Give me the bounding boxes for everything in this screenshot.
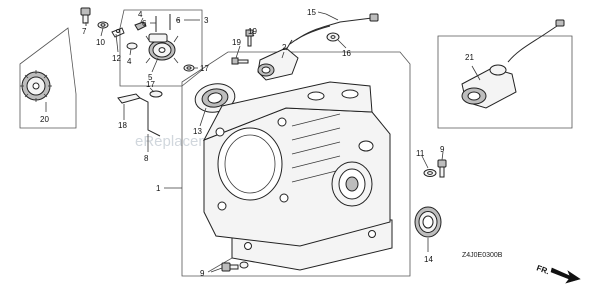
callout-15: 15 [307, 8, 316, 17]
callout-4-upper: 4 [138, 10, 143, 19]
part-2-oil-switch [257, 39, 299, 81]
callout-6-left: 6 [142, 19, 147, 28]
part-18-governor-shaft [117, 93, 161, 137]
part-15-wire-harness [289, 13, 379, 45]
callout-6-right: 6 [176, 16, 181, 25]
callout-12: 12 [112, 54, 121, 63]
crankcase-group-box [181, 51, 411, 277]
part-4-washer-lower [126, 42, 138, 50]
callout-20: 20 [40, 115, 49, 124]
callout-19-left: 19 [232, 38, 241, 47]
part-17-washer-lower [149, 90, 163, 98]
callout-1: 1 [156, 184, 161, 193]
callout-9-bottom: 9 [200, 269, 205, 278]
direction-label: FR. [535, 263, 550, 276]
callout-13: 13 [193, 127, 202, 136]
front-arrow-icon [550, 267, 581, 284]
callout-17-upper: 17 [200, 64, 209, 73]
part-1-crankcase [202, 81, 393, 271]
callout-2: 2 [282, 43, 287, 52]
part-19-bolt-left [231, 57, 249, 65]
callout-16: 16 [342, 49, 351, 58]
callout-10: 10 [96, 38, 105, 47]
callout-4-lower: 4 [127, 57, 132, 66]
front-direction-indicator: FR. [535, 263, 581, 284]
callout-19-upper: 19 [248, 27, 257, 36]
callout-7: 7 [82, 27, 87, 36]
part-17-washer-upper [183, 64, 195, 72]
part-19-bolt-upper [245, 29, 254, 47]
governor-gear-box [19, 27, 77, 129]
leader-lines [85, 11, 481, 273]
oil-sensor-box [437, 35, 573, 129]
drawing-code: Z4J0E0300B [462, 252, 503, 259]
part-21-oil-sensor [461, 19, 565, 109]
part-16-grommet [326, 32, 340, 42]
callout-21: 21 [465, 53, 474, 62]
callout-18: 18 [118, 121, 127, 130]
part-11-washer-bottom [239, 261, 249, 269]
part-20-gear [20, 70, 52, 102]
part-12-clip [111, 27, 125, 38]
part-7-bolt [80, 7, 91, 24]
part-11-washer [423, 169, 437, 177]
part-5-governor-gear [145, 33, 179, 64]
callout-9-right: 9 [440, 145, 445, 154]
callout-17-lower: 17 [146, 80, 155, 89]
part-10-washer [97, 21, 109, 29]
callout-5: 5 [148, 73, 153, 82]
callout-11: 11 [416, 149, 425, 158]
part-9-drain-bolt-bottom [221, 262, 239, 272]
part-9-drain-bolt-right [437, 159, 447, 178]
part-14-oil-seal [414, 206, 442, 238]
part-6-pins [155, 14, 171, 32]
callout-3: 3 [204, 16, 209, 25]
callout-8: 8 [144, 154, 149, 163]
callout-14: 14 [424, 255, 433, 264]
